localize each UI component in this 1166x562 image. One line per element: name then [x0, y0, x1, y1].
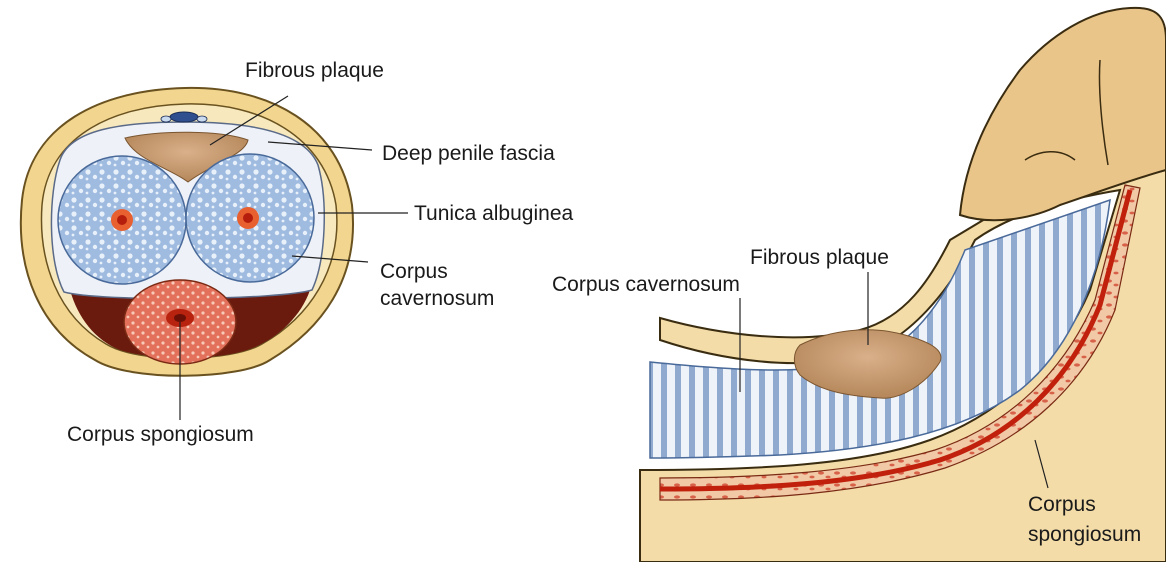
label-corpus-spongiosum-side-line2: spongiosum — [1028, 522, 1141, 548]
label-tunica-albuginea: Tunica albuginea — [414, 201, 573, 227]
label-corpus-cavernosum-side: Corpus cavernosum — [552, 272, 740, 298]
label-corpus-cavernosum-cross-line2: cavernosum — [380, 286, 494, 312]
cavernous-artery-right — [243, 213, 253, 223]
dorsal-vein — [170, 112, 198, 122]
label-corpus-cavernosum-cross-line1: Corpus — [380, 259, 448, 285]
label-fibrous-plaque-side: Fibrous plaque — [750, 245, 889, 271]
cavernous-artery-left — [117, 215, 127, 225]
label-corpus-spongiosum-side-line1: Corpus — [1028, 492, 1096, 518]
label-fibrous-plaque-cross: Fibrous plaque — [245, 58, 384, 84]
cross-section-illustration — [21, 88, 408, 420]
label-deep-penile-fascia: Deep penile fascia — [382, 141, 555, 167]
label-corpus-spongiosum-cross: Corpus spongiosum — [67, 422, 254, 448]
